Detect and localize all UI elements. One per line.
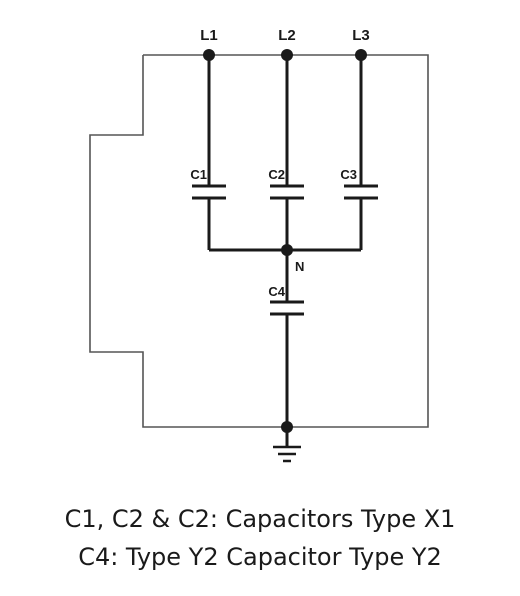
capacitor-c4 [270, 300, 304, 316]
branch-l3 [287, 55, 363, 252]
terminal-label-l2: L2 [278, 27, 296, 44]
caption-line-2: C4: Type Y2 Capacitor Type Y2 [78, 543, 442, 571]
branch-l1 [207, 55, 287, 252]
neutral-junction-dot [281, 244, 293, 256]
capacitor-c1 [192, 184, 226, 200]
capacitor-label-c1: C1 [190, 167, 207, 182]
terminal-label-l3: L3 [352, 27, 370, 44]
terminal-dot-l3 [355, 49, 367, 61]
terminal-dot-l1 [203, 49, 215, 61]
terminal-dot-l2 [281, 49, 293, 61]
enclosure-outline [89, 54, 429, 428]
capacitor-circuit-diagram: L1 L2 L3 C1 C2 C3 C4 N [89, 27, 429, 463]
capacitor-c3 [344, 184, 378, 200]
capacitor-label-c2: C2 [268, 167, 285, 182]
neutral-label: N [295, 259, 304, 274]
caption-line-1: C1, C2 & C2: Capacitors Type X1 [64, 505, 456, 533]
capacitor-label-c3: C3 [340, 167, 357, 182]
capacitor-c2 [270, 184, 304, 200]
earth-ground-icon [273, 445, 301, 463]
ground-junction-dot [281, 421, 293, 433]
capacitor-label-c4: C4 [268, 284, 285, 299]
terminal-label-l1: L1 [200, 27, 218, 44]
